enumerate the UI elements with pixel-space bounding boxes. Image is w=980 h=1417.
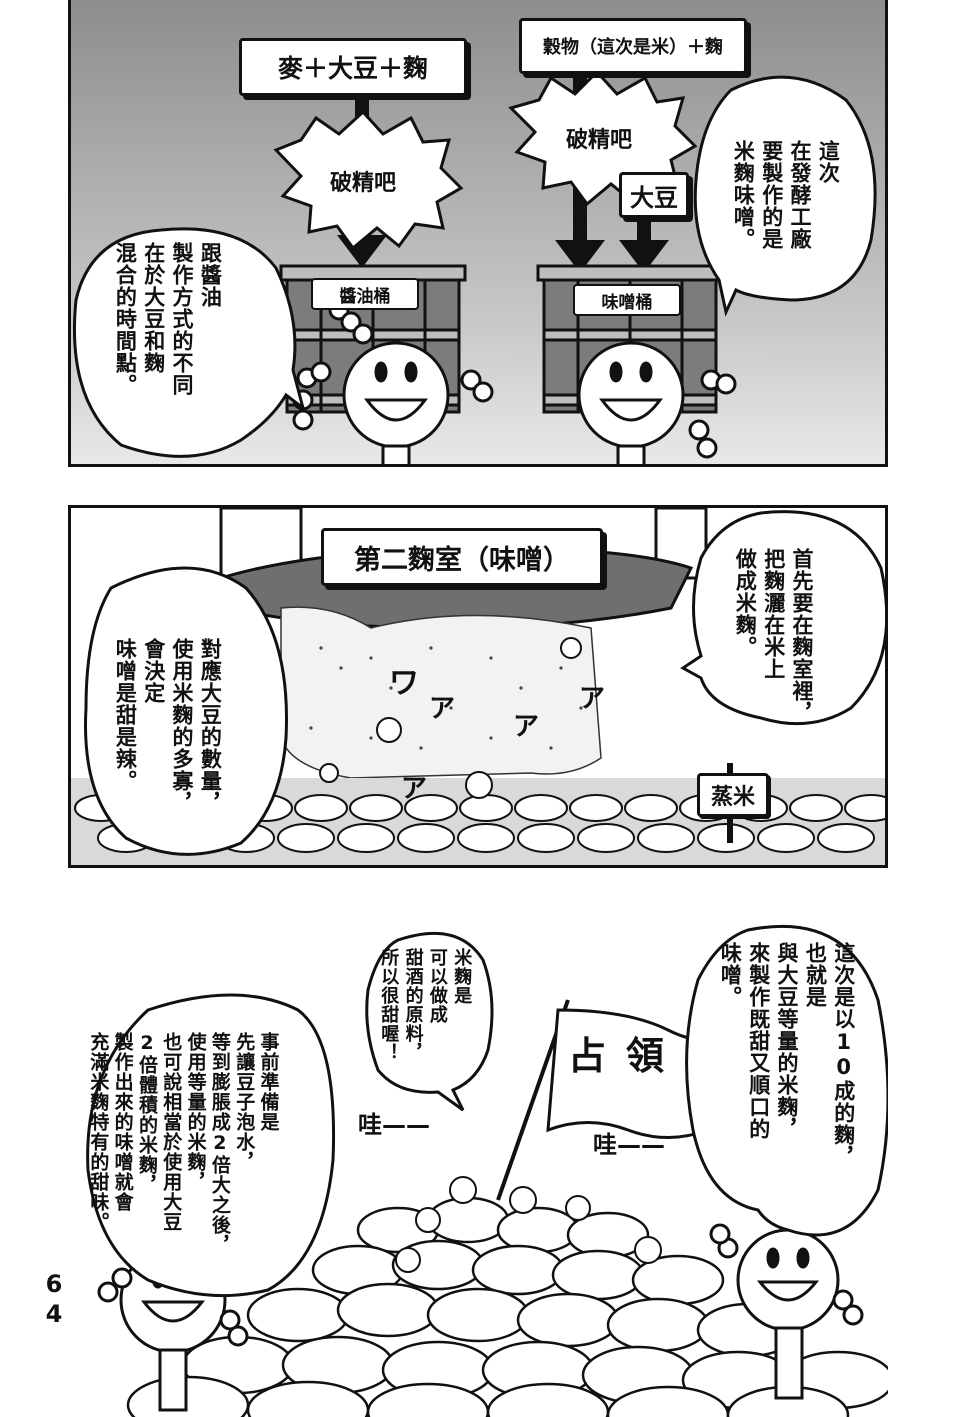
miso-barrel-label: 味噌桶 [573,284,681,316]
panel-3-artwork [86,924,888,1417]
burst-shape-right [508,69,698,207]
panel2-bubble-shape-right [680,510,885,726]
panel3-speech-text-left: 事前準備是 先讓豆子泡水， 等到膨脹成2倍大之後， 使用等量的米麴， 也可說相當… [87,1032,280,1255]
bubble-shape-right [693,75,877,317]
soy-sauce-formula-box: 麥＋大豆＋麴 [239,38,467,96]
soy-sauce-barrel-label: 醬油桶 [311,278,419,310]
panel2-bubble-shape-left [84,566,288,856]
panel3-bubble-shape-left [86,993,336,1298]
panel-3: 這次是以10成的麴， 也就是 與大豆等量的米麴， 來製作既甜又順口的 味噌。 米… [68,900,888,1417]
panel3-bubble-shape-middle [365,931,494,1112]
flag-text: 占領 [568,1034,685,1078]
sfx-wa-left: 哇—— [358,1111,430,1139]
steamed-rice-signpost: 蒸米 [697,773,769,817]
panel2-speech-text-left: 對應大豆的數量， 使用米麴的多寡， 會決定 味噌是甜是辣。 [113,638,223,814]
sfx-a-1: ア [429,694,456,724]
panel2-speech-text-right: 首先要在麴室裡， 把麴灑在米上 做成米麴。 [733,548,815,724]
sfx-wa: ワ [389,666,419,701]
panel3-speech-text-middle: 米麴是 可以做成 甜酒的原料， 所以很甜喔！ [378,948,473,1062]
panel-1: 麥＋大豆＋麴 穀物（這次是米）＋麴 破精吧 破精吧 大豆 醬油桶 味噌桶 跟醬油… [68,0,888,467]
sfx-a-3: ア [579,684,606,714]
koji-character-right [577,341,737,464]
panel3-bubble-shape-right [685,924,888,1237]
sfx-a-2: ア [513,712,540,742]
burst-text-right: 破精吧 [565,128,632,153]
speech-text-left: 跟醬油 製作方式的不同 在於大豆和麴 混合的時間點。 [113,242,223,396]
sfx-a-4: ア [401,774,428,804]
burst-text-left: 破精吧 [329,171,396,196]
panel-2-artwork [71,508,885,865]
burst-shape-left [273,109,464,251]
bubble-shape-left [72,227,306,458]
panel3-speech-text-right: 這次是以10成的麴， 也就是 與大豆等量的米麴， 來製作既甜又順口的 味噌。 [718,942,856,1168]
speech-text-right: 這次 在發酵工廠 要製作的是 米麴味噌。 [731,140,841,250]
koji-room-sign: 第二麴室（味噌） [321,528,603,586]
page-number: 64 [40,1270,68,1330]
koji-character-bottom-right [709,1192,864,1400]
panel-2: 第二麴室（味噌） 首先要在麴室裡， 把麴灑在米上 做成米麴。 對應大豆的數量， … [68,505,888,868]
sfx-wa-right: 哇—— [593,1131,665,1159]
miso-formula-box: 穀物（這次是米）＋麴 [519,18,747,74]
soybean-label-box: 大豆 [619,172,689,218]
